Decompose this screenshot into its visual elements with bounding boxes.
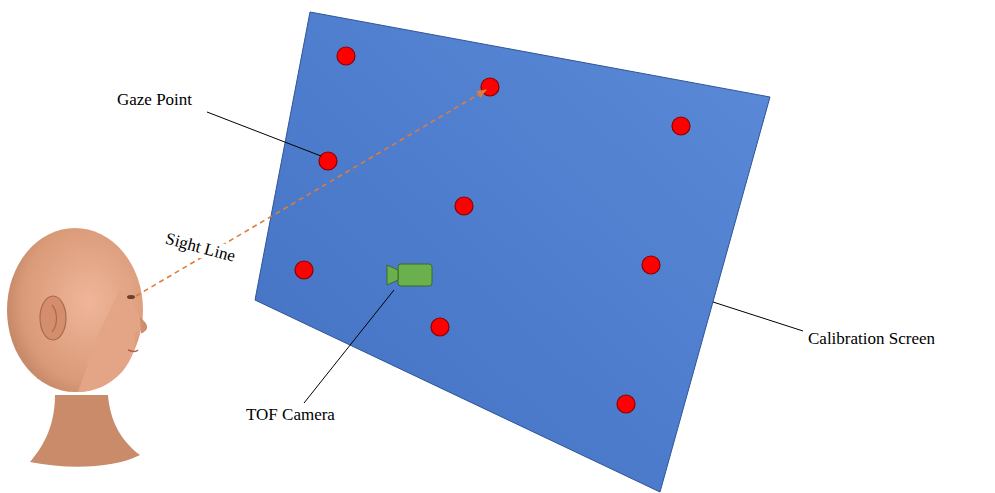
callout-label: Gaze Point <box>117 90 192 110</box>
gaze-points <box>295 47 690 413</box>
callout-label: TOF Camera <box>246 405 335 425</box>
leader-lines <box>207 112 803 403</box>
tof-camera <box>387 264 432 286</box>
callout-label: Calibration Screen <box>808 329 935 349</box>
line-label: Sight Line <box>161 228 239 266</box>
sight-line <box>136 90 486 296</box>
head-figure <box>7 228 147 467</box>
